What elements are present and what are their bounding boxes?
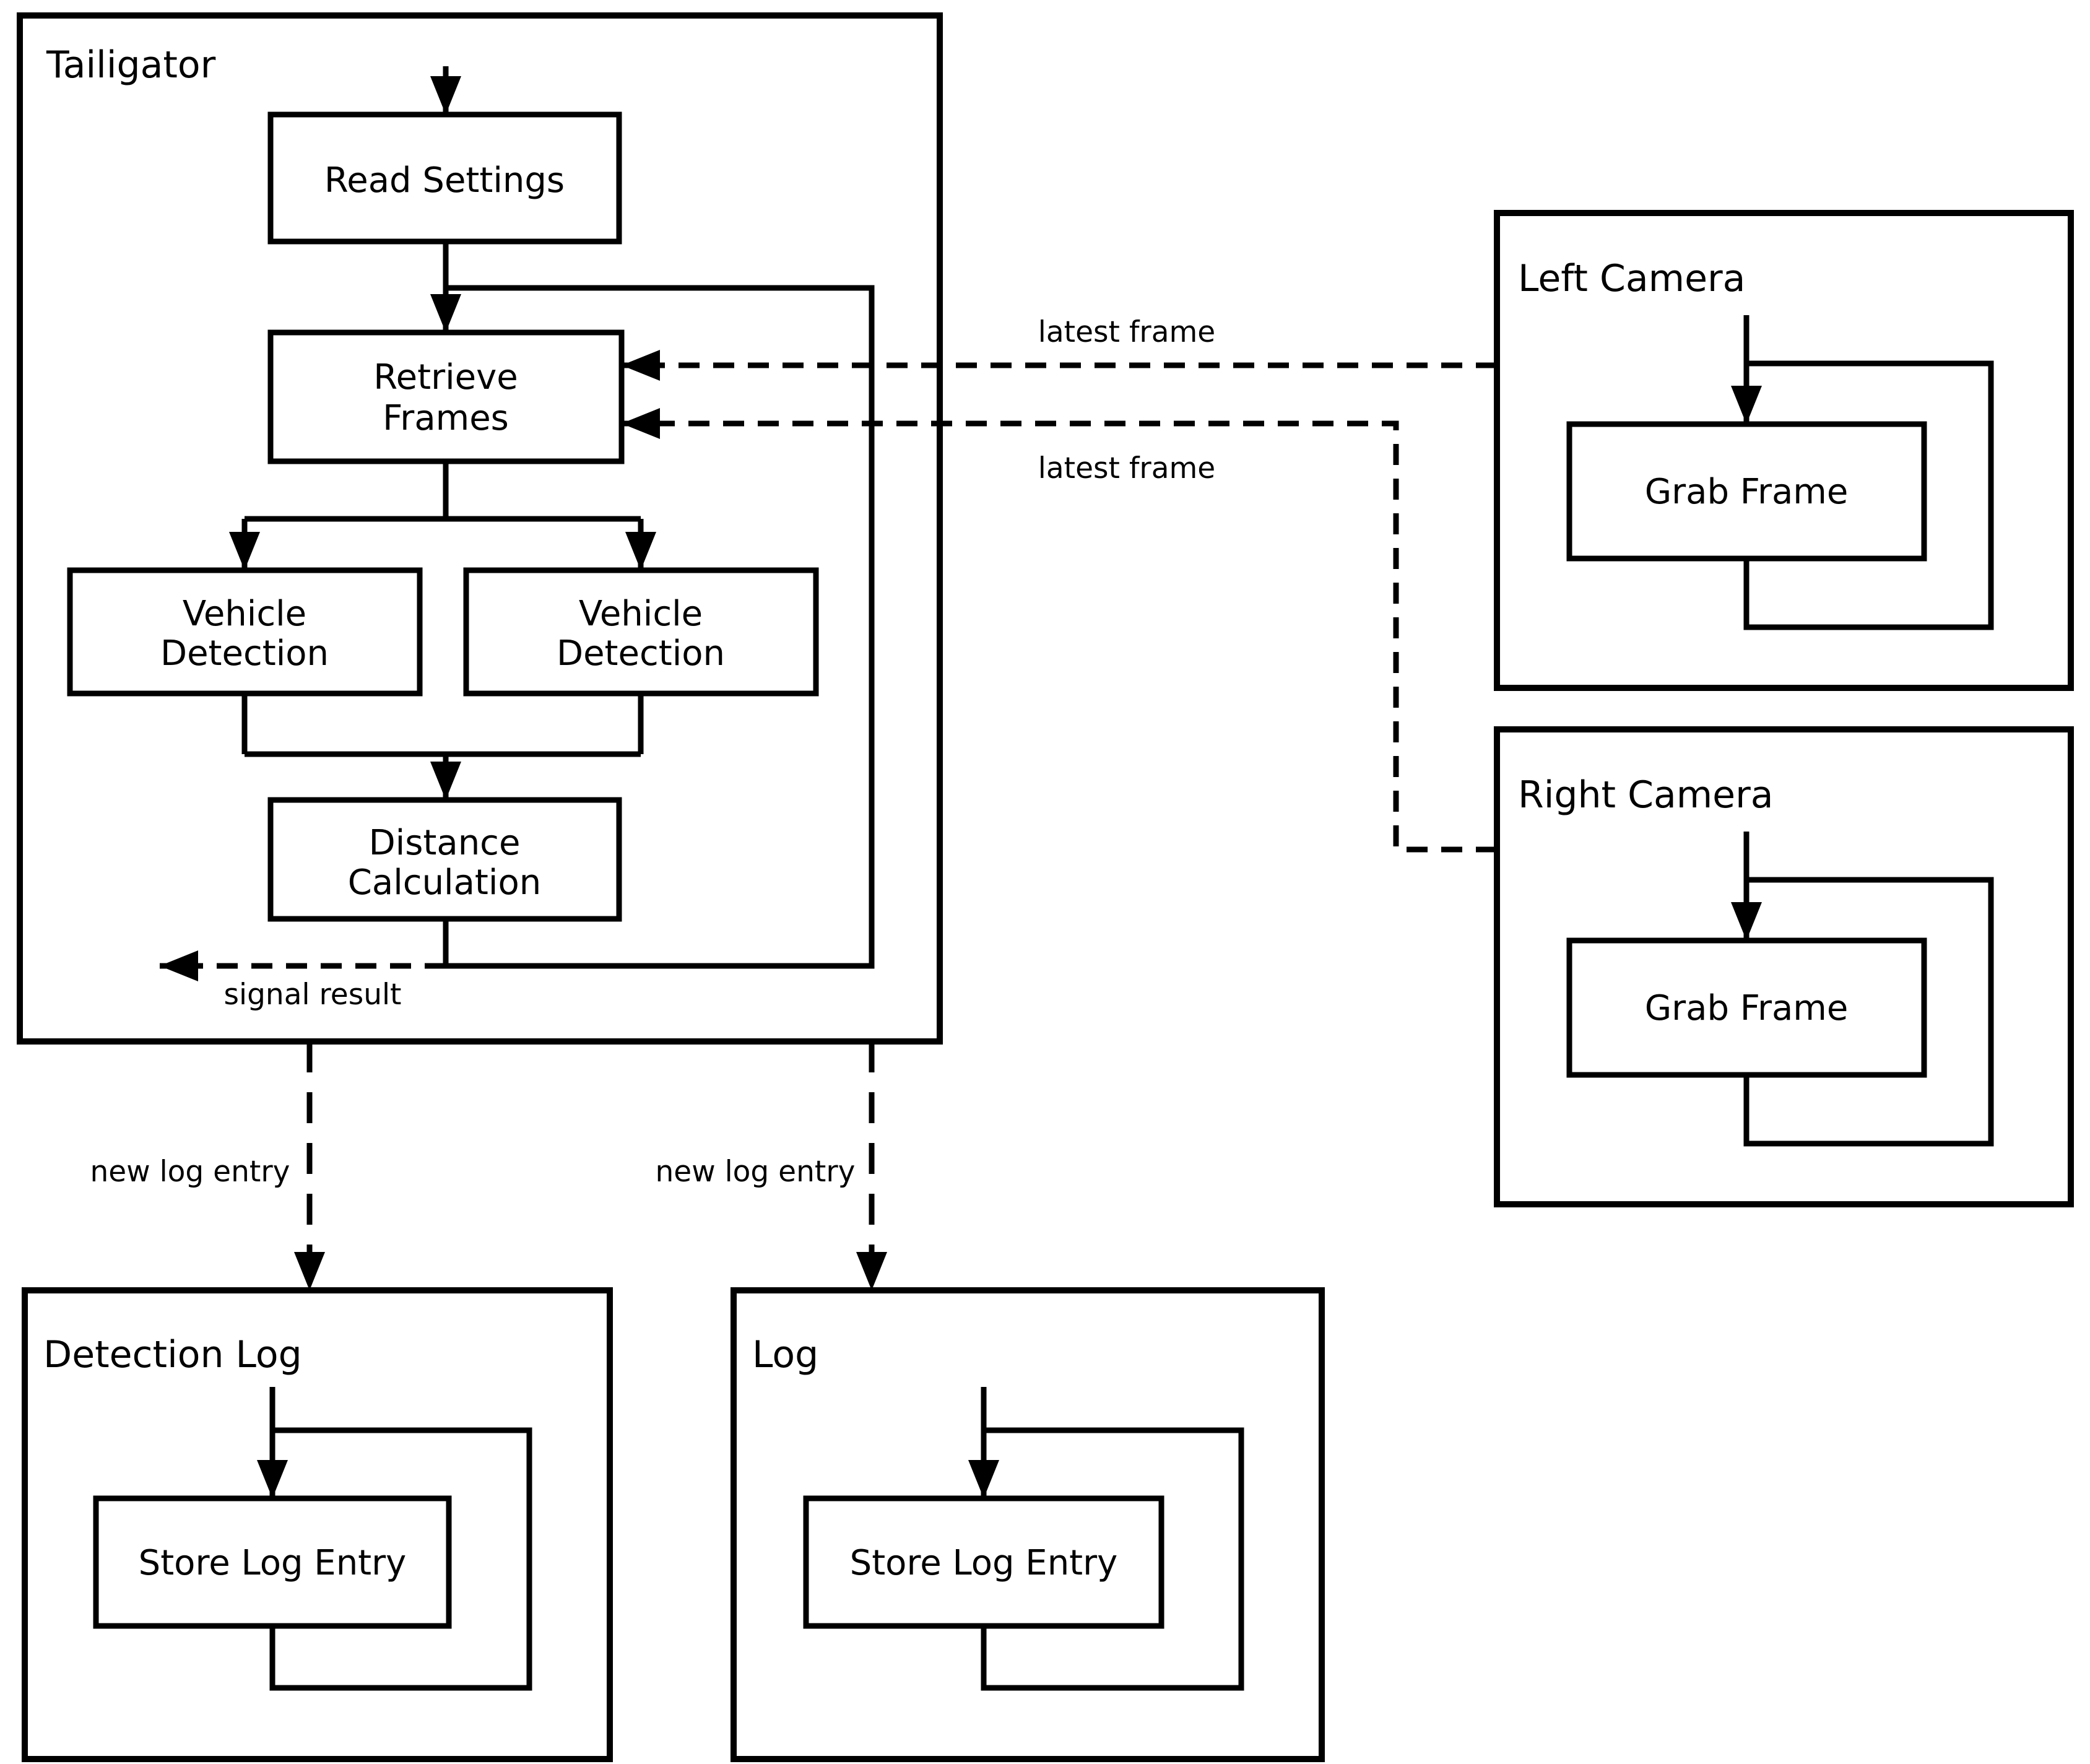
detection-log-store-loop — [269, 1427, 532, 1691]
read-settings-label: Read Settings — [324, 160, 565, 201]
vehicle-detection-left-label-line1: Vehicle — [183, 594, 306, 634]
store-log-entry-log-node — [803, 1495, 1164, 1629]
left-camera-title: Left Camera — [1518, 257, 1745, 300]
latest-frame-label-left: latest frame — [1038, 315, 1215, 349]
store-log-entry-detection-label: Store Log Entry — [139, 1543, 407, 1583]
retrieve-frames-node — [267, 329, 625, 464]
read-settings-node — [267, 111, 622, 245]
vehicle-detection-right-node — [463, 567, 819, 697]
right-camera-title: Right Camera — [1518, 773, 1774, 817]
new-log-entry-label-log: new log entry — [656, 1155, 856, 1189]
grab-frame-left-label: Grab Frame — [1645, 472, 1849, 512]
retrieve-frames-label-line2: Frames — [383, 398, 509, 438]
vehicle-detection-left-label-line2: Detection — [160, 633, 329, 674]
vehicle-detection-right-label-line1: Vehicle — [579, 594, 703, 634]
distance-calculation-label-line2: Calculation — [348, 862, 541, 903]
signal-result-label: signal result — [224, 978, 402, 1012]
tailigator-title: Tailigator — [46, 43, 216, 87]
vehicle-detection-right-label-line2: Detection — [557, 633, 725, 674]
grab-frame-left-node — [1566, 421, 1927, 562]
grab-frame-right-label: Grab Frame — [1645, 988, 1849, 1028]
detection-log-title: Detection Log — [43, 1333, 302, 1376]
retrieve-frames-label-line1: Retrieve — [373, 357, 518, 398]
store-log-entry-log-label: Store Log Entry — [850, 1543, 1118, 1583]
vehicle-detection-left-node — [67, 567, 423, 697]
log-store-loop — [981, 1427, 1244, 1691]
right-camera-grab-frame-loop — [1743, 877, 1994, 1147]
distance-calculation-node — [267, 797, 622, 922]
log-title: Log — [752, 1333, 818, 1376]
dashed-arrow-right-camera-latest-frame — [622, 408, 1497, 853]
feedback-loop-distance-calculation-to-retrieve-frames — [443, 285, 875, 969]
new-log-entry-label-detection: new log entry — [90, 1155, 290, 1189]
grab-frame-right-node — [1566, 937, 1927, 1078]
left-camera-grab-frame-loop — [1743, 360, 1994, 630]
store-log-entry-detection-node — [93, 1495, 452, 1629]
distance-calculation-label-line1: Distance — [369, 823, 521, 863]
latest-frame-label-right: latest frame — [1038, 451, 1215, 485]
